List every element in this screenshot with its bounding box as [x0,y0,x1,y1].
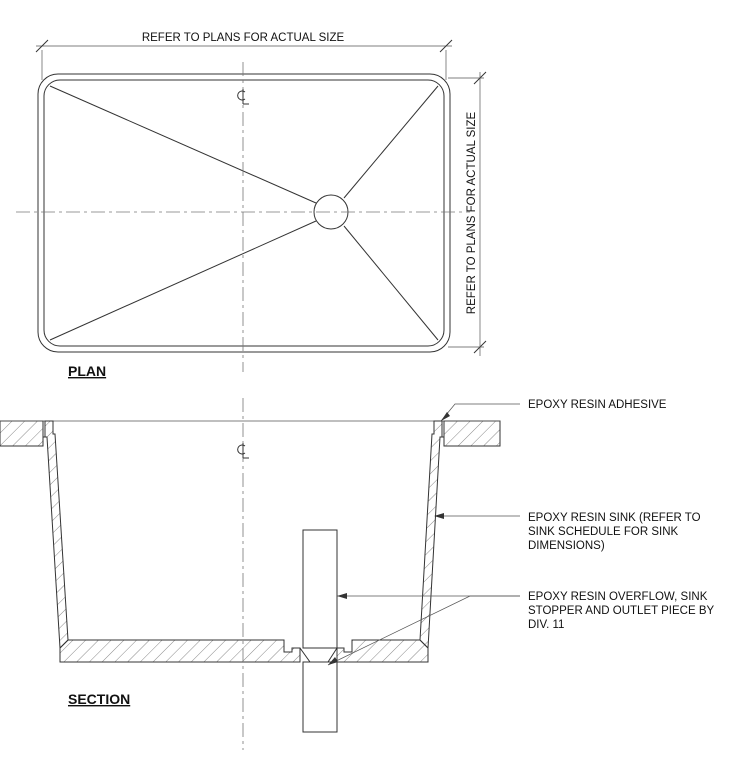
right-countertop [443,420,501,447]
arrowhead-outlet [328,657,338,665]
section-centerline-symbol [237,443,249,459]
left-countertop [0,420,44,447]
sink-rim-detail-right [440,421,445,438]
plan-view: REFER TO PLANS FOR ACTUAL SIZE REFER TO … [16,32,487,379]
section-view: SECTION EPOXY RESIN ADHESIVE EPOXY RESIN… [0,398,717,750]
side-dimension-line [448,71,487,356]
arrowhead-adhesive [441,412,450,421]
callout-overflow: EPOXY RESIN OVERFLOW, SINK STOPPER AND O… [528,591,717,631]
overflow-standpipe [302,529,338,649]
sink-bowl-inner [43,79,445,347]
section-title: SECTION [68,691,130,707]
sink-bottom-right [336,639,429,663]
top-dimension-line [35,39,453,80]
outlet-pipe [302,661,338,733]
callout-adhesive: EPOXY RESIN ADHESIVE [528,399,667,411]
sink-rim-detail-left [42,421,47,438]
callout-sink: EPOXY RESIN SINK (REFER TO SINK SCHEDULE… [528,512,704,552]
drain-outlet-piece [299,647,338,663]
plan-title: PLAN [68,363,106,379]
sink-rim-outer [37,73,451,353]
side-dimension-label: REFER TO PLANS FOR ACTUAL SIZE [466,111,478,314]
callout-leaders [327,403,520,666]
sink-right-wall [419,420,443,650]
sink-left-wall [44,420,69,650]
sink-bottom-left [59,639,301,663]
arrowhead-overflow [337,593,347,599]
top-dimension-label: REFER TO PLANS FOR ACTUAL SIZE [142,32,345,44]
plan-centerline-symbol [237,89,249,105]
arrowhead-sink [434,513,444,519]
drain-slope-lines [49,85,439,341]
